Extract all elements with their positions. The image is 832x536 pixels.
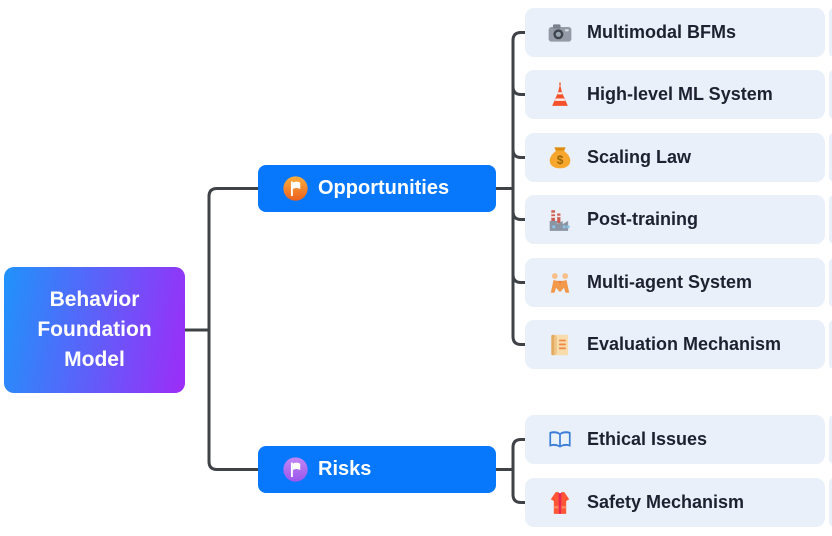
root-label: Behavior Foundation Model <box>37 288 152 371</box>
open-book-icon <box>547 427 573 453</box>
factory-icon <box>547 207 573 233</box>
clipped-node-edge <box>829 70 832 119</box>
leaf-node-ethical-issues[interactable]: Ethical Issues <box>525 415 825 464</box>
branch-node-opportunities[interactable]: Opportunities <box>258 165 496 212</box>
clipped-node-edge <box>829 8 832 57</box>
leaf-node-high-level-ml-system[interactable]: High-level ML System <box>525 70 825 119</box>
leaf-label: High-level ML System <box>587 84 773 104</box>
clipped-node-edge <box>829 415 832 464</box>
root-node[interactable]: Behavior Foundation Model <box>4 267 185 393</box>
money-bag-icon: $ <box>547 145 573 171</box>
svg-text:$: $ <box>557 153 564 167</box>
leaf-node-scaling-law[interactable]: $ Scaling Law <box>525 133 825 182</box>
leaf-node-multimodal-bfms[interactable]: Multimodal BFMs <box>525 8 825 57</box>
leaf-node-evaluation-mechanism[interactable]: Evaluation Mechanism <box>525 320 825 369</box>
clipped-node-edge <box>829 258 832 307</box>
clipped-node-edge <box>829 133 832 182</box>
leaf-node-multi-agent-system[interactable]: Multi-agent System <box>525 258 825 307</box>
leaf-label: Multimodal BFMs <box>587 22 736 42</box>
clipped-node-edge <box>829 478 832 527</box>
wrestlers-icon <box>547 270 573 296</box>
leaf-label: Scaling Law <box>587 147 692 167</box>
tower-icon <box>547 82 573 108</box>
clipped-node-edge <box>829 320 832 369</box>
safety-vest-icon <box>547 490 573 516</box>
clipped-node-edge <box>829 195 832 244</box>
branch-label: Risks <box>318 458 372 480</box>
camera-icon <box>547 20 573 46</box>
branch-node-risks[interactable]: Risks <box>258 446 496 493</box>
white-flag-in-orange-circle-icon <box>282 175 309 202</box>
branch-label: Opportunities <box>318 177 450 199</box>
scroll-icon <box>547 332 573 358</box>
leaf-label: Ethical Issues <box>587 429 708 449</box>
leaf-label: Safety Mechanism <box>587 492 745 512</box>
leaf-node-safety-mechanism[interactable]: Safety Mechanism <box>525 478 825 527</box>
leaf-label: Evaluation Mechanism <box>587 334 782 354</box>
white-flag-in-purple-circle-icon <box>282 456 309 483</box>
leaf-label: Multi-agent System <box>587 272 753 292</box>
leaf-label: Post-training <box>587 209 698 229</box>
leaf-node-post-training[interactable]: Post-training <box>525 195 825 244</box>
